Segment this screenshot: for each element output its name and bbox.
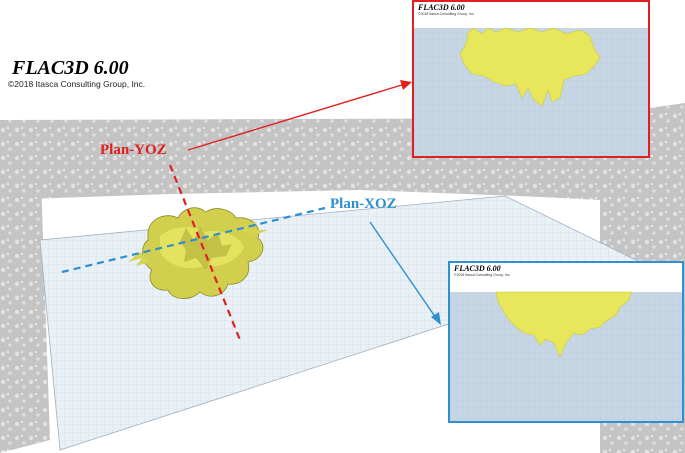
plan-yoz-label: Plan-YOZ — [100, 142, 167, 158]
inset-title: FLAC3D 6.00 — [418, 3, 465, 12]
plan-yoz-arrow — [187, 80, 412, 151]
plan-xoz-inset: FLAC3D 6.00 ©2018 Itasca Consulting Grou… — [448, 261, 684, 423]
plan-xoz-label: Plan-XOZ — [330, 196, 397, 212]
plan-yoz-section — [414, 27, 648, 156]
plan-yoz-section-line — [168, 164, 242, 341]
inset-header: FLAC3D 6.00 ©2018 Itasca Consulting Grou… — [414, 2, 648, 28]
inset-header: FLAC3D 6.00 ©2018 Itasca Consulting Grou… — [450, 263, 682, 292]
plan-xoz-arrow — [369, 221, 441, 325]
fracture-body — [128, 207, 268, 299]
inset-title: FLAC3D 6.00 — [454, 264, 501, 273]
plan-yoz-inset: FLAC3D 6.00 ©2018 Itasca Consulting Grou… — [412, 0, 650, 158]
main-view-title: FLAC3D 6.00 — [12, 57, 129, 79]
inset-copyright: ©2018 Itasca Consulting Group, Inc. — [418, 12, 475, 16]
plan-xoz-section-line — [61, 206, 326, 274]
model-left-wall — [0, 140, 50, 453]
inset-copyright: ©2018 Itasca Consulting Group, Inc. — [454, 273, 511, 277]
main-view-copyright: ©2018 Itasca Consulting Group, Inc. — [8, 79, 146, 89]
plan-xoz-section — [450, 291, 682, 421]
